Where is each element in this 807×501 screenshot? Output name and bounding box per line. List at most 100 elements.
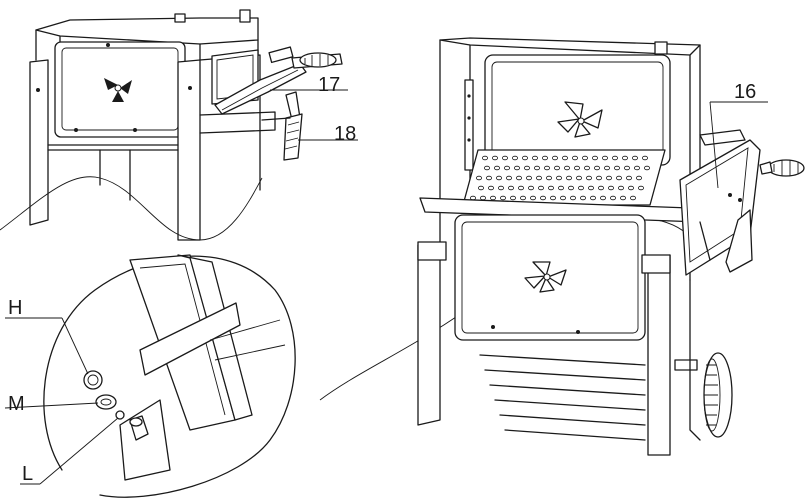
fan-logo-icon-front [524, 261, 567, 293]
cart-wheel [674, 352, 733, 438]
grate-hole [554, 165, 561, 171]
grate-hole [562, 155, 569, 161]
grate-hole [560, 195, 567, 201]
grate-hole [493, 165, 500, 171]
grate-hole [566, 175, 573, 181]
detail-circle [43, 254, 296, 498]
grate-hole [518, 185, 525, 191]
callout-h: H [5, 297, 89, 375]
grate-hole [477, 185, 484, 191]
grate-hole [568, 185, 575, 191]
grate-hole [572, 155, 579, 161]
callout-m-label: M [8, 393, 25, 415]
grate-hole [616, 175, 623, 181]
grate-hole [604, 165, 611, 171]
grate-hole [546, 175, 553, 181]
grate-hole [499, 195, 506, 201]
grate-hole [501, 155, 508, 161]
grate-hole [514, 165, 521, 171]
callout-17-label: 17 [318, 74, 340, 96]
grate-hole [552, 155, 559, 161]
grate-hole [528, 185, 535, 191]
grate-hole [638, 185, 645, 191]
cart-view-top-left [0, 9, 343, 241]
fan-logo-icon [104, 78, 132, 102]
callout-18: 18 [298, 123, 358, 145]
grate-hole [530, 195, 537, 201]
grate-hole [634, 165, 641, 171]
grate-hole [558, 185, 565, 191]
grate-hole [624, 165, 631, 171]
grate-hole [481, 155, 488, 161]
part-18-tool [283, 91, 303, 161]
grate-hole [534, 165, 541, 171]
grate-hole [582, 155, 589, 161]
grate-hole [485, 175, 492, 181]
grate-hole [584, 165, 591, 171]
grate-hole [622, 155, 629, 161]
grate-hole [526, 175, 533, 181]
callout-18-label: 18 [334, 123, 356, 145]
part-16-side-handle [679, 129, 805, 276]
grate-hole [626, 175, 633, 181]
grate-hole [516, 175, 523, 181]
grate-hole [570, 195, 577, 201]
grate-hole [548, 185, 555, 191]
grate-hole [512, 155, 519, 161]
fan-logo-icon-back [557, 101, 603, 138]
callout-l-label: L [22, 463, 33, 485]
grate-hole [576, 175, 583, 181]
grate-hole [550, 195, 557, 201]
grate-hole [618, 185, 625, 191]
grate-hole [564, 165, 571, 171]
grate-hole [532, 155, 539, 161]
grate-hole [542, 155, 549, 161]
grate-hole [556, 175, 563, 181]
grate-hole [522, 155, 529, 161]
grate-hole [608, 185, 615, 191]
grate-hole [544, 165, 551, 171]
grate-hole [505, 175, 512, 181]
grate-hole [636, 175, 643, 181]
grate-hole [628, 185, 635, 191]
grate-hole [489, 195, 496, 201]
grate-hole [588, 185, 595, 191]
grate-hole [590, 195, 597, 201]
grate-hole [600, 195, 607, 201]
grate-hole [644, 165, 651, 171]
grate-hole [630, 195, 637, 201]
hardware-h-nut [83, 370, 103, 390]
grate-hole [592, 155, 599, 161]
grate-hole [507, 185, 514, 191]
grate-hole [606, 175, 613, 181]
callout-16-label: 16 [734, 81, 756, 103]
grate-hole [497, 185, 504, 191]
hardware-l-bolt [115, 410, 149, 441]
callout-h-label: H [8, 297, 22, 319]
grate-hole [524, 165, 531, 171]
grate-hole [491, 155, 498, 161]
grate-hole [614, 165, 621, 171]
grate-hole [509, 195, 516, 201]
grate-hole [602, 155, 609, 161]
callout-17: 17 [270, 74, 348, 96]
grate-hole [586, 175, 593, 181]
hardware-m-washer [95, 394, 117, 410]
grate-hole [538, 185, 545, 191]
grate-hole [598, 185, 605, 191]
grate-hole [520, 195, 527, 201]
grate-hole [487, 185, 494, 191]
grate-hole [574, 165, 581, 171]
callout-l: L [20, 417, 119, 485]
grate-hole [620, 195, 627, 201]
grate-hole [594, 165, 601, 171]
grate-hole [536, 175, 543, 181]
grate-hole [632, 155, 639, 161]
grate-hole [540, 195, 547, 201]
grate-hole [580, 195, 587, 201]
cart-view-right [319, 37, 805, 456]
grate-holes [469, 155, 651, 201]
grate-hole [479, 195, 486, 201]
